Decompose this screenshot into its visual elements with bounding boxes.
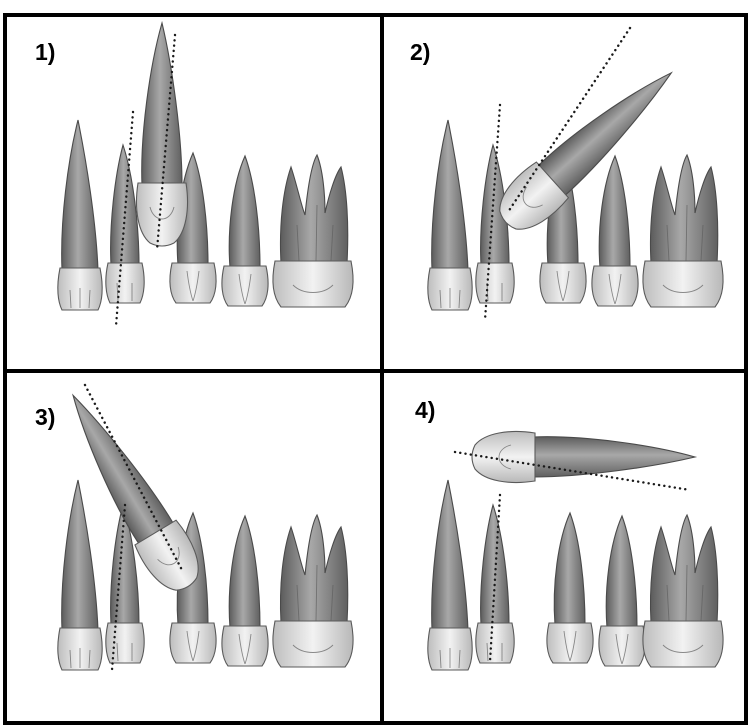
panel-1: 1) — [35, 23, 353, 326]
panel-1-label: 1) — [35, 39, 55, 65]
panel-4-label: 4) — [415, 397, 435, 423]
panel-1-teeth — [58, 23, 353, 310]
panel-2: 2) — [410, 28, 723, 320]
panel-3-label: 3) — [35, 404, 55, 430]
panel-2-teeth — [428, 54, 723, 310]
panel-4-teeth — [428, 432, 723, 671]
panel-3-teeth — [51, 382, 353, 670]
panel-4: 4) — [415, 397, 723, 670]
panel-2-label: 2) — [410, 39, 430, 65]
panel-3: 3) — [35, 382, 353, 670]
